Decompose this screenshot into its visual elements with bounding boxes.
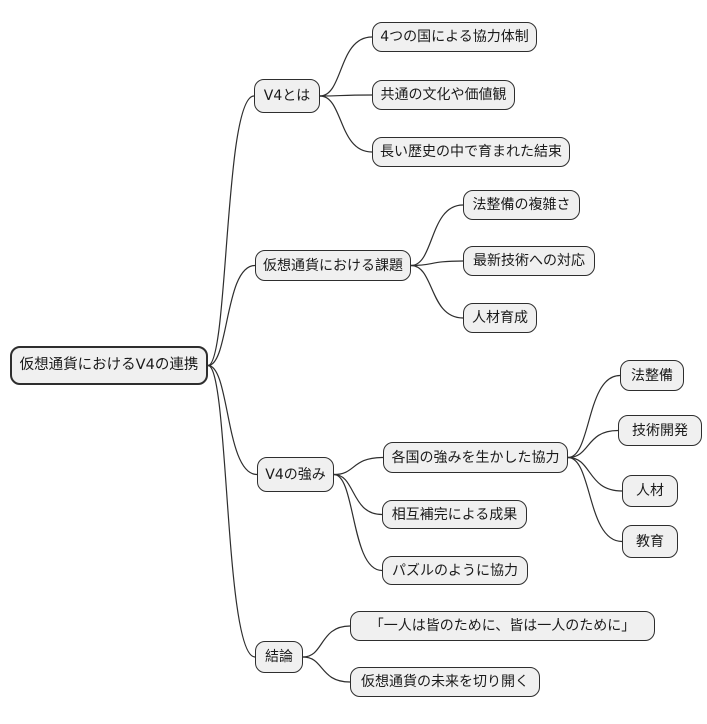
connector-tsuyomi-to-sougo-hokan (333, 473, 383, 516)
connector-kakkoku-kyoryoku-to-gijutsu-kaihatsu (567, 429, 619, 459)
mindmap-node-kadai[interactable]: 仮想通貨における課題 (255, 250, 411, 281)
mindmap-node-v4-toha[interactable]: V4とは (254, 79, 320, 113)
connector-kakkoku-kyoryoku-to-hoseibi (567, 374, 621, 459)
mindmap-node-puzzle-coop[interactable]: パズルのように協力 (382, 556, 528, 585)
connector-root-to-kadai (207, 264, 256, 367)
mindmap-node-legal-complexity[interactable]: 法整備の複雑さ (463, 190, 580, 220)
mindmap-node-one-for-all[interactable]: 「一人は皆のために、皆は一人のために」 (350, 611, 655, 641)
connector-ketsuron-to-open-future (302, 656, 351, 683)
mindmap-node-root[interactable]: 仮想通貨におけるV4の連携 (10, 346, 208, 385)
connector-tsuyomi-to-kakkoku-kyoryoku (333, 456, 384, 476)
mindmap-node-common-culture[interactable]: 共通の文化や価値観 (372, 80, 515, 110)
connector-root-to-ketsuron (207, 364, 256, 658)
mindmap-node-gijutsu-kaihatsu[interactable]: 技術開発 (618, 415, 702, 446)
connector-v4-toha-to-coop-4-countries (319, 36, 373, 97)
mindmap-node-open-future[interactable]: 仮想通貨の未来を切り開く (350, 667, 540, 697)
mindmap-node-sougo-hokan[interactable]: 相互補完による成果 (382, 500, 527, 529)
mindmap-node-ketsuron[interactable]: 結論 (255, 641, 303, 673)
connector-ketsuron-to-one-for-all (302, 625, 351, 658)
connector-root-to-v4-toha (207, 95, 255, 367)
connector-kadai-to-new-tech (410, 260, 464, 267)
mindmap-node-jinzai-ikusei[interactable]: 人材育成 (463, 303, 537, 333)
connector-kakkoku-kyoryoku-to-jinzai (567, 456, 623, 492)
connector-root-to-tsuyomi (207, 364, 258, 476)
mindmap-node-kyoiku[interactable]: 教育 (622, 525, 678, 558)
connector-v4-toha-to-long-history (319, 95, 373, 153)
connector-v4-toha-to-common-culture (319, 94, 373, 97)
mindmap-node-kakkoku-kyoryoku[interactable]: 各国の強みを生かした協力 (383, 442, 568, 473)
connector-kadai-to-legal-complexity (410, 204, 464, 267)
mindmap-node-jinzai[interactable]: 人材 (622, 475, 678, 507)
mindmap-node-new-tech[interactable]: 最新技術への対応 (463, 246, 595, 276)
mindmap-node-hoseibi[interactable]: 法整備 (620, 360, 684, 391)
mindmap-node-long-history[interactable]: 長い歴史の中で育まれた結束 (372, 137, 570, 167)
connector-tsuyomi-to-puzzle-coop (333, 473, 383, 572)
connector-kakkoku-kyoryoku-to-kyoiku (567, 456, 623, 543)
mindmap-node-coop-4-countries[interactable]: 4つの国による協力体制 (372, 22, 537, 52)
mindmap-node-tsuyomi[interactable]: V4の強み (257, 457, 334, 492)
connector-kadai-to-jinzai-ikusei (410, 264, 464, 319)
